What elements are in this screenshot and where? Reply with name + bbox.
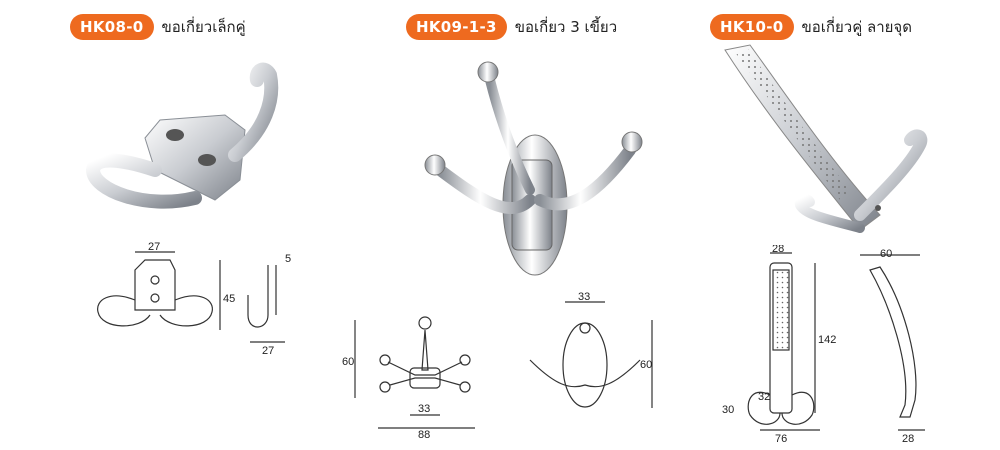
dim-front-height: 142 — [818, 334, 836, 346]
product-name: ขอเกี่ยว 3 เขี้ยว — [514, 18, 618, 36]
hk08-technical-drawing — [97, 251, 285, 343]
product-code-badge: HK08-0 — [70, 14, 154, 40]
product-name: ขอเกี่ยวเล็กคู่ — [161, 18, 246, 36]
hk09-technical-drawing — [354, 301, 653, 429]
dim-side-height: 60 — [640, 359, 652, 371]
hk08-product-photo — [85, 62, 279, 209]
product-code-badge: HK10-0 — [710, 14, 794, 40]
product-code-badge: HK09-1-3 — [406, 14, 507, 40]
dim-front-width: 88 — [418, 429, 430, 440]
dim-front-width: 76 — [775, 433, 787, 445]
product-header-hk10: HK10-0 ขอเกี่ยวคู่ ลายจุด — [710, 14, 912, 40]
dim-front-inner: 33 — [418, 403, 430, 415]
dim-front-height: 60 — [342, 356, 354, 368]
product-header-hk09: HK09-1-3 ขอเกี่ยว 3 เขี้ยว — [406, 14, 617, 40]
dim-front-top: 28 — [772, 245, 784, 255]
hk09-product-photo — [424, 61, 643, 276]
dim-side-width: 28 — [902, 433, 914, 445]
dim-front-width: 27 — [148, 241, 160, 253]
dim-side-top: 60 — [880, 248, 892, 260]
product-name: ขอเกี่ยวคู่ ลายจุด — [801, 18, 912, 36]
hk10-product-photo — [724, 44, 928, 233]
hk09-dimension-labels: 60 33 88 33 60 — [342, 291, 652, 440]
dim-side-width: 27 — [262, 345, 274, 357]
product-header-hk08: HK08-0 ขอเกี่ยวเล็กคู่ — [70, 14, 246, 40]
dim-front-height: 45 — [223, 293, 235, 305]
hk10-dimension-labels: 28 142 32 30 76 60 28 — [722, 245, 914, 445]
hk10-technical-drawing — [747, 252, 925, 431]
dim-hook-height: 30 — [722, 404, 734, 416]
dim-side-top: 33 — [578, 291, 590, 303]
hk08-dimension-labels: 27 45 5 27 — [148, 241, 291, 357]
dim-side-top: 5 — [285, 253, 291, 265]
dim-inner: 32 — [758, 391, 770, 403]
